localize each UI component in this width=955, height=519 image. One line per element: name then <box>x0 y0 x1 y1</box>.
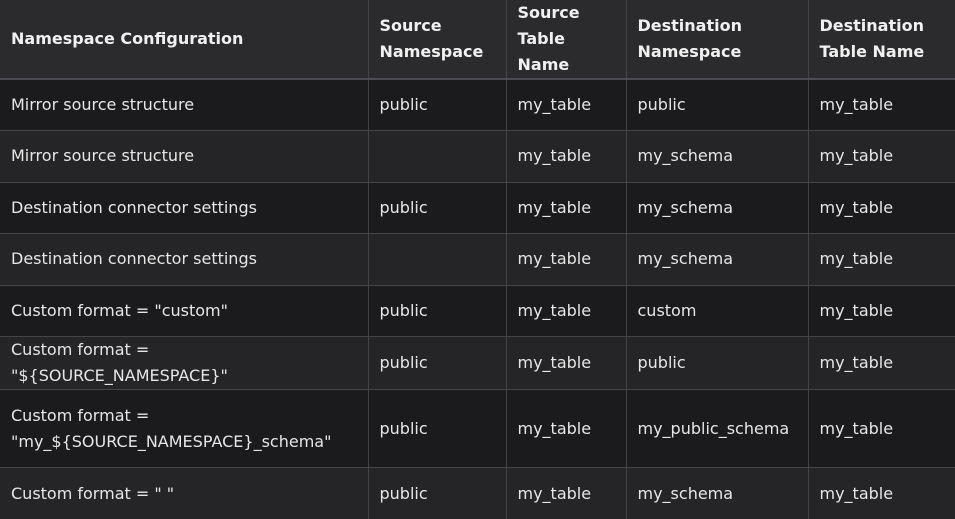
cell-namespace-configuration: Mirror source structure <box>0 79 368 131</box>
header-source-namespace: Source Namespace <box>368 0 506 79</box>
table-header: Namespace Configuration Source Namespace… <box>0 0 955 79</box>
header-destination-namespace: Destination Namespace <box>626 0 808 79</box>
table-row: Custom format = "custom" public my_table… <box>0 285 955 337</box>
cell-destination-table-name: my_table <box>808 390 955 468</box>
cell-source-namespace: public <box>368 79 506 131</box>
header-row: Namespace Configuration Source Namespace… <box>0 0 955 79</box>
cell-source-table-name: my_table <box>506 79 626 131</box>
table-row: Destination connector settings public my… <box>0 182 955 234</box>
cell-destination-table-name: my_table <box>808 285 955 337</box>
cell-destination-namespace: public <box>626 337 808 390</box>
table-row: Destination connector settings my_table … <box>0 234 955 286</box>
cell-destination-namespace: my_schema <box>626 182 808 234</box>
cell-namespace-configuration: Custom format = "my_${SOURCE_NAMESPACE}_… <box>0 390 368 468</box>
cell-namespace-configuration: Destination connector settings <box>0 234 368 286</box>
cell-namespace-configuration: Custom format = "${SOURCE_NAMESPACE}" <box>0 337 368 390</box>
cell-destination-table-name: my_table <box>808 468 955 519</box>
cell-source-namespace <box>368 131 506 183</box>
cell-source-table-name: my_table <box>506 234 626 286</box>
cell-source-namespace: public <box>368 337 506 390</box>
cell-namespace-configuration: Custom format = "custom" <box>0 285 368 337</box>
cell-source-namespace <box>368 234 506 286</box>
cell-destination-namespace: my_schema <box>626 131 808 183</box>
cell-destination-namespace: my_schema <box>626 234 808 286</box>
cell-destination-table-name: my_table <box>808 182 955 234</box>
cell-source-namespace: public <box>368 285 506 337</box>
cell-destination-table-name: my_table <box>808 79 955 131</box>
cell-namespace-configuration: Mirror source structure <box>0 131 368 183</box>
cell-destination-namespace: my_public_schema <box>626 390 808 468</box>
cell-source-table-name: my_table <box>506 468 626 519</box>
cell-source-table-name: my_table <box>506 390 626 468</box>
cell-namespace-configuration: Destination connector settings <box>0 182 368 234</box>
cell-destination-table-name: my_table <box>808 337 955 390</box>
cell-source-table-name: my_table <box>506 131 626 183</box>
cell-destination-table-name: my_table <box>808 234 955 286</box>
cell-destination-table-name: my_table <box>808 131 955 183</box>
header-source-table-name: Source Table Name <box>506 0 626 79</box>
table-row: Custom format = " " public my_table my_s… <box>0 468 955 519</box>
cell-destination-namespace: my_schema <box>626 468 808 519</box>
cell-source-namespace: public <box>368 390 506 468</box>
cell-source-table-name: my_table <box>506 337 626 390</box>
cell-destination-namespace: public <box>626 79 808 131</box>
header-namespace-configuration: Namespace Configuration <box>0 0 368 79</box>
table-row: Mirror source structure public my_table … <box>0 79 955 131</box>
cell-source-table-name: my_table <box>506 285 626 337</box>
cell-destination-namespace: custom <box>626 285 808 337</box>
cell-namespace-configuration: Custom format = " " <box>0 468 368 519</box>
table-body: Mirror source structure public my_table … <box>0 79 955 519</box>
table-row: Mirror source structure my_table my_sche… <box>0 131 955 183</box>
cell-source-namespace: public <box>368 468 506 519</box>
table-row: Custom format = "${SOURCE_NAMESPACE}" pu… <box>0 337 955 390</box>
table-row: Custom format = "my_${SOURCE_NAMESPACE}_… <box>0 390 955 468</box>
cell-source-table-name: my_table <box>506 182 626 234</box>
header-destination-table-name: Destination Table Name <box>808 0 955 79</box>
cell-source-namespace: public <box>368 182 506 234</box>
